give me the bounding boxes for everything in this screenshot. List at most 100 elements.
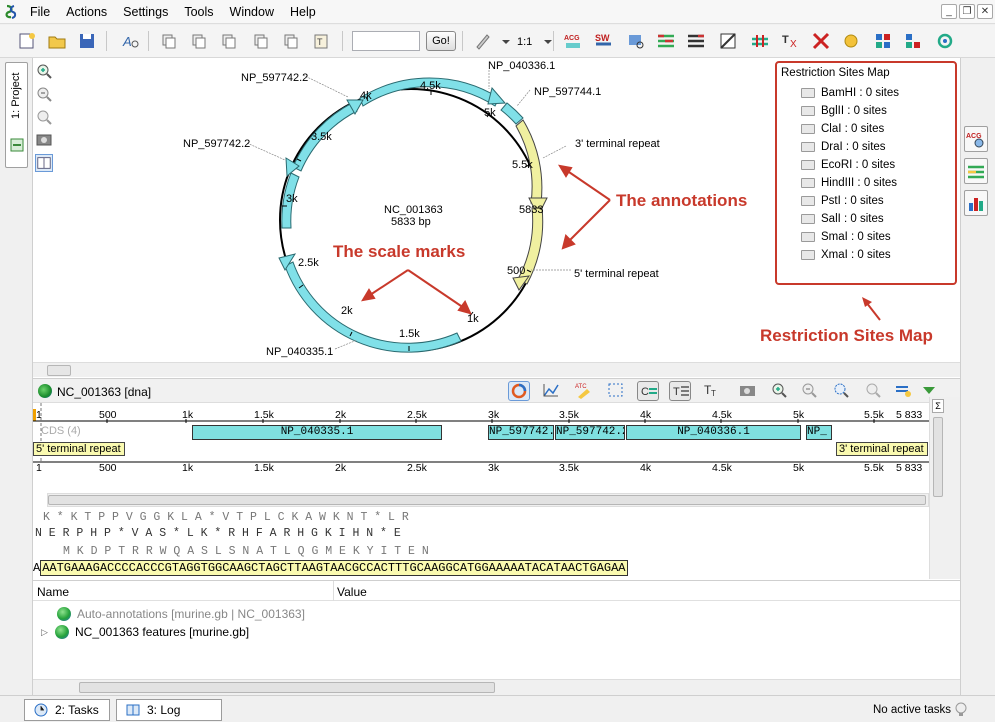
zoom-fit-icon[interactable]	[35, 108, 53, 126]
feature-label[interactable]: 5' terminal repeat	[574, 268, 659, 280]
restore-icon[interactable]: ❐	[959, 4, 975, 19]
lightbulb-icon[interactable]	[953, 701, 969, 719]
scrollbar-thumb[interactable]	[79, 682, 495, 693]
copy-qualifier-button[interactable]	[280, 30, 302, 52]
export-image-icon[interactable]	[35, 131, 53, 149]
sequence-plugins-button[interactable]	[840, 30, 862, 52]
export-image-button[interactable]	[737, 381, 759, 401]
feature-label[interactable]: NP_597742.2	[183, 138, 251, 150]
graphs-button[interactable]	[541, 381, 563, 401]
tasks-tab[interactable]: 2: Tasks	[24, 699, 110, 721]
column-value-header[interactable]: Value	[337, 585, 367, 599]
restriction-item[interactable]: EcoRI : 0 sites	[801, 159, 895, 171]
zoom-dropdown-button[interactable]	[537, 30, 552, 52]
zoom-out-icon[interactable]	[35, 85, 53, 103]
highlight-button[interactable]: ATC	[573, 381, 595, 401]
feature-np-597742-b[interactable]: NP_597742.2	[555, 425, 625, 440]
show-translation-button[interactable]: T	[669, 381, 691, 401]
restriction-item[interactable]: PstI : 0 sites	[801, 195, 884, 207]
menu-tools[interactable]: Tools	[184, 5, 214, 19]
restriction-item[interactable]: DraI : 0 sites	[801, 141, 886, 153]
restriction-map-toggle-icon[interactable]	[35, 154, 53, 172]
menu-help[interactable]: Help	[289, 5, 316, 19]
repeat-5prime[interactable]: 5' terminal repeat	[33, 442, 125, 456]
copy-sequence-button[interactable]	[158, 30, 180, 52]
search-pattern-button[interactable]: A	[120, 30, 142, 52]
menu-file[interactable]: File	[30, 5, 51, 19]
workflow-button[interactable]	[934, 30, 956, 52]
feature-np-040335[interactable]: NP_040335.1	[192, 425, 442, 440]
restriction-item[interactable]: SalI : 0 sites	[801, 213, 884, 225]
reset-zoom-button[interactable]	[863, 381, 885, 401]
column-name-header[interactable]: Name	[37, 585, 70, 599]
tree-row-auto-annotations[interactable]: Auto-annotations [murine.gb | NC_001363]	[57, 605, 305, 623]
zoom-in-icon[interactable]	[35, 62, 53, 80]
wrap-dropdown-button[interactable]	[495, 30, 510, 52]
remote-blast-button[interactable]	[810, 30, 832, 52]
scrollbar-thumb[interactable]	[48, 495, 926, 505]
zoom-level-label[interactable]: 1:1	[517, 36, 533, 48]
dna-sequence[interactable]: AATGAAAGACCCCACCCGTAGGTGGCAAGCTAGCTTAAGT…	[40, 560, 628, 576]
restriction-item[interactable]: HindIII : 0 sites	[801, 177, 897, 189]
find-pattern-tab[interactable]: ACG	[964, 126, 988, 152]
scrollbar-thumb[interactable]	[47, 365, 71, 376]
feature-np-597744[interactable]: NP_	[806, 425, 832, 440]
copy-complement-button[interactable]	[188, 30, 210, 52]
feature-label[interactable]: NP_040336.1	[488, 60, 556, 72]
restriction-item[interactable]: BglII : 0 sites	[801, 105, 887, 117]
restriction-item[interactable]: SmaI : 0 sites	[801, 231, 891, 243]
tree-row-features[interactable]: ▷ NC_001363 features [murine.gb]	[41, 623, 249, 641]
toggle-circular-view-button[interactable]	[508, 381, 530, 401]
sync-button[interactable]	[893, 381, 915, 401]
feature-label[interactable]: NP_597744.1	[534, 86, 602, 98]
dotplot-button[interactable]	[717, 30, 739, 52]
expand-arrow-icon[interactable]: ▷	[41, 626, 48, 637]
close-icon[interactable]: ✕	[977, 4, 993, 19]
paste-button[interactable]: T	[310, 30, 332, 52]
feature-np-040336[interactable]: NP_040336.1	[626, 425, 801, 440]
project-tab[interactable]: 1: Project	[5, 62, 28, 168]
copy-translation-button[interactable]	[218, 30, 240, 52]
menu-actions[interactable]: Actions	[66, 5, 108, 19]
annotation-highlight-tab[interactable]	[964, 158, 988, 184]
repeat-3prime[interactable]: 3' terminal repeat	[836, 442, 928, 456]
more-options-button[interactable]	[921, 381, 937, 401]
menu-window[interactable]: Window	[229, 5, 274, 19]
feature-label[interactable]: NP_597742.2	[241, 72, 309, 84]
wrap-mode-button[interactable]	[472, 30, 494, 52]
search-db-button[interactable]	[625, 30, 647, 52]
menu-settings[interactable]: Settings	[123, 5, 169, 19]
feature-label[interactable]: NP_040335.1	[266, 346, 334, 358]
orf-marker-button[interactable]	[655, 30, 677, 52]
smith-waterman-button[interactable]: SW	[593, 30, 615, 52]
primer-button[interactable]	[872, 30, 894, 52]
sequence-vertical-scrollbar[interactable]: Σ	[929, 397, 960, 579]
restriction-item[interactable]: ClaI : 0 sites	[801, 123, 884, 135]
overview-ruler[interactable]	[33, 403, 929, 463]
open-button[interactable]	[46, 30, 68, 52]
overview-scrollbar[interactable]	[47, 493, 929, 507]
find-pattern-button[interactable]: ACG	[563, 30, 585, 52]
select-range-button[interactable]	[605, 381, 627, 401]
align-button[interactable]	[685, 30, 707, 52]
zoom-to-selection-button[interactable]	[831, 381, 853, 401]
save-button[interactable]	[76, 30, 98, 52]
zoom-out-button[interactable]	[799, 381, 821, 401]
restriction-item[interactable]: BamHI : 0 sites	[801, 87, 899, 99]
restriction-button[interactable]	[749, 30, 771, 52]
zoom-in-button[interactable]	[769, 381, 791, 401]
feature-np-597742-a[interactable]: NP_597742.2	[488, 425, 554, 440]
new-project-button[interactable]	[16, 30, 38, 52]
minimize-icon[interactable]: _	[941, 4, 957, 19]
column-divider[interactable]	[333, 581, 334, 601]
gene-finder-button[interactable]	[902, 30, 924, 52]
show-complement-button[interactable]: C	[637, 381, 659, 401]
tree-horizontal-scrollbar[interactable]	[33, 679, 960, 695]
feature-label[interactable]: 3' terminal repeat	[575, 138, 660, 150]
copy-annotation-button[interactable]	[250, 30, 272, 52]
goto-position-input[interactable]	[352, 31, 420, 51]
log-tab[interactable]: 3: Log	[116, 699, 222, 721]
